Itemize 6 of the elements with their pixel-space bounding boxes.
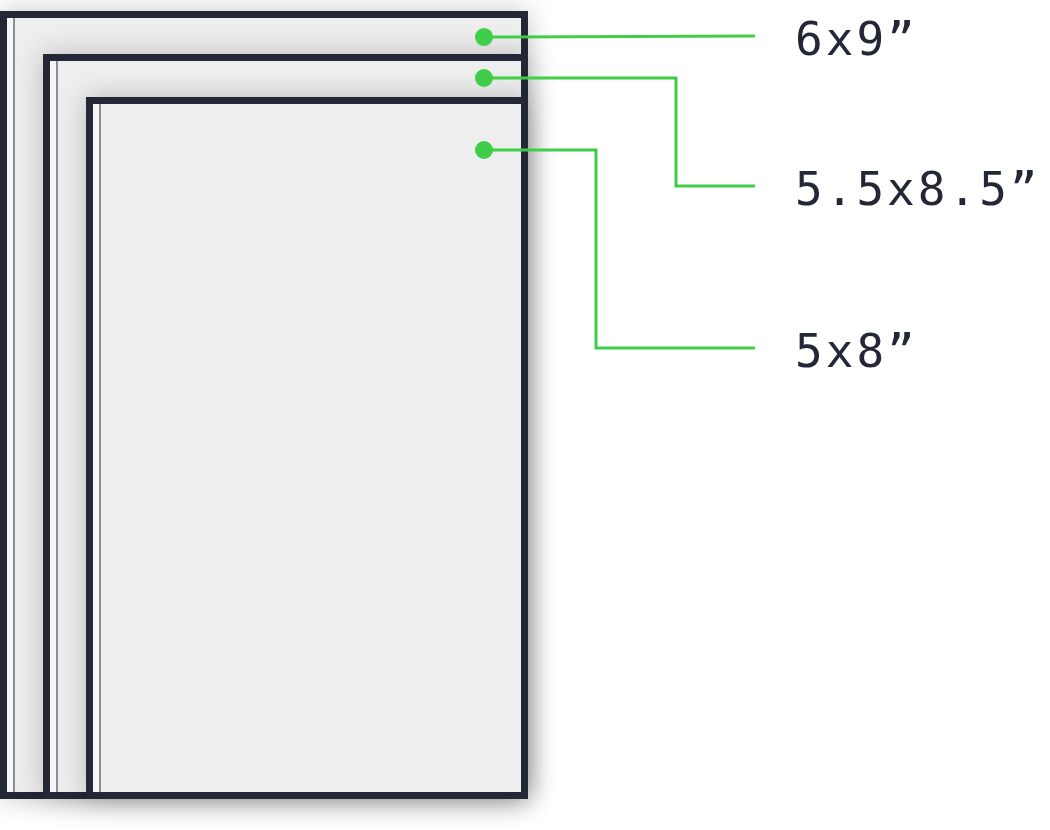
size-label: 6x9”: [795, 16, 918, 62]
size-label: 5.5x8.5”: [795, 166, 1041, 212]
size-label: 5x8”: [795, 328, 918, 374]
leader-line: [475, 141, 755, 350]
leader-line: [475, 69, 755, 188]
leader-line: [475, 28, 755, 46]
